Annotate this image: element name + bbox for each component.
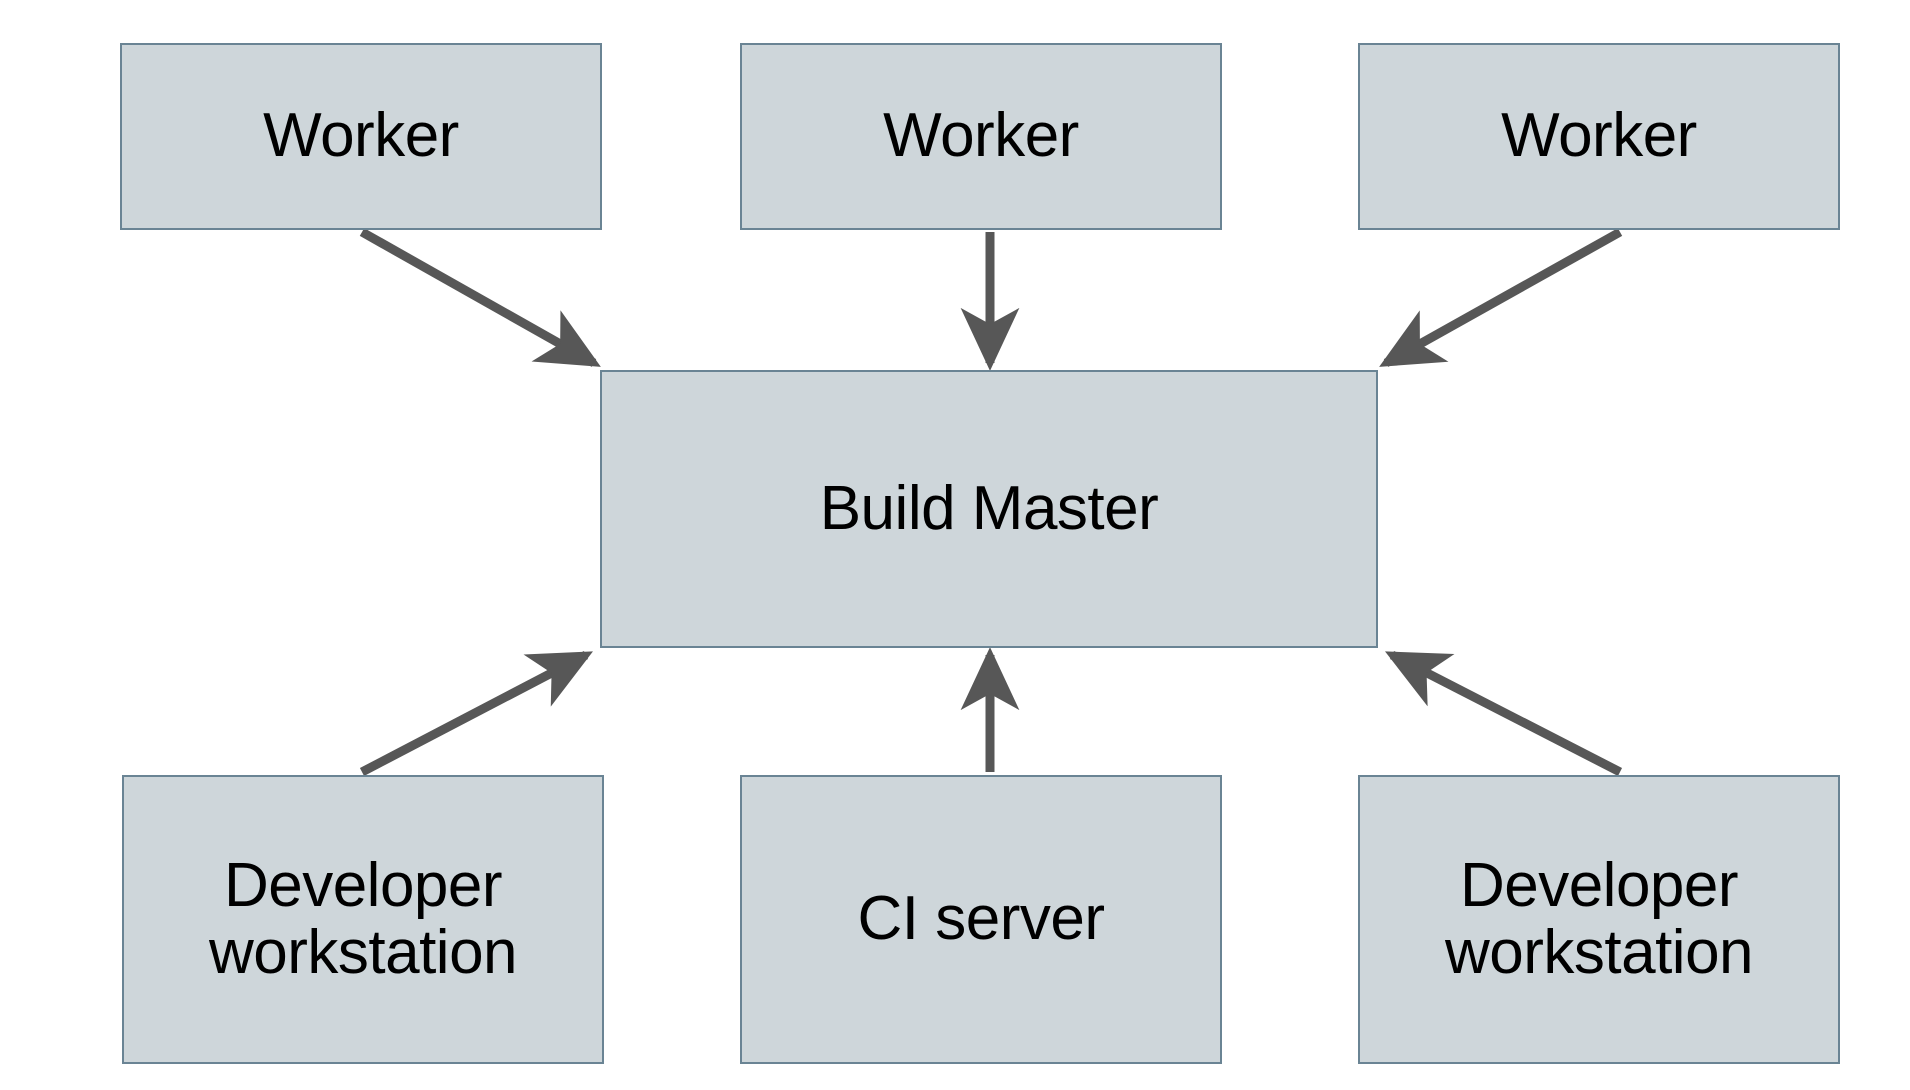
- edge-dev-ws-left-to-build-master: [359, 651, 593, 776]
- node-worker-3[interactable]: Worker: [1358, 43, 1840, 230]
- edge-worker-3-to-build-master: [1379, 228, 1623, 367]
- node-developer-workstation-left[interactable]: Developer workstation: [122, 775, 604, 1064]
- node-worker-2[interactable]: Worker: [740, 43, 1222, 230]
- edge-worker-1-to-build-master: [359, 228, 601, 367]
- node-worker-1[interactable]: Worker: [120, 43, 602, 230]
- node-ci-server[interactable]: CI server: [740, 775, 1222, 1064]
- node-build-master[interactable]: Build Master: [600, 370, 1378, 648]
- edge-dev-ws-right-to-build-master: [1384, 650, 1623, 777]
- node-developer-workstation-right[interactable]: Developer workstation: [1358, 775, 1840, 1064]
